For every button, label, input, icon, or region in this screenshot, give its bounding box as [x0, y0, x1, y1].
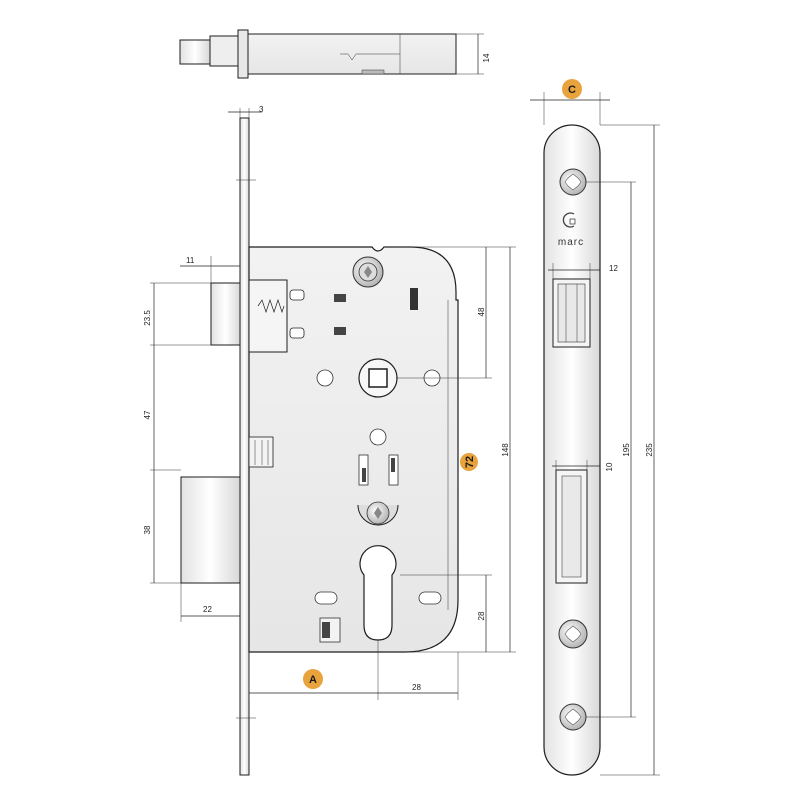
dim-deadbolt-height: 38	[143, 525, 152, 534]
brand-name: marc	[558, 237, 584, 248]
lock-case	[248, 246, 459, 653]
spindle-square	[368, 368, 388, 388]
svg-text:C: C	[568, 84, 576, 96]
dim-latch-to-spindle: 47	[143, 410, 152, 419]
right-dimensions: 48 28 148 72	[384, 246, 516, 653]
svg-text:72: 72	[464, 456, 476, 468]
faceplate	[543, 124, 601, 776]
svg-text:A: A	[309, 674, 317, 686]
latch-housing	[248, 279, 288, 353]
dim-cylinder-offset: 28	[412, 683, 421, 692]
dim-top-thickness: 14	[482, 53, 491, 62]
faceplate-front: marc 12 10 C 195	[530, 79, 660, 776]
top-view-bolt-housing	[209, 35, 239, 67]
dim-faceplate-thickness: 3	[259, 105, 264, 114]
top-view-case	[247, 33, 457, 75]
dim-spindle-to-cylinder: 28	[477, 611, 486, 620]
dim-faceplate-length: 235	[645, 443, 654, 457]
dim-screw-spacing: 195	[622, 443, 631, 457]
cylinder-profile	[359, 545, 397, 641]
badge-a	[303, 669, 323, 689]
top-view-latch	[179, 39, 211, 65]
dim-top-to-spindle: 48	[477, 307, 486, 316]
top-view: 14	[179, 29, 491, 79]
dim-latch-height: 23.5	[143, 310, 152, 326]
side-view: 3	[180, 105, 459, 776]
top-view-faceplate	[237, 29, 249, 79]
badge-backset	[460, 453, 478, 471]
latch-spring	[257, 298, 285, 314]
bottom-dimensions: 28 A	[248, 640, 459, 700]
dim-case-height: 148	[501, 443, 510, 457]
dim-latch-projection: 11	[186, 256, 195, 265]
badge-c	[562, 79, 582, 99]
faceplate-edge	[239, 117, 250, 776]
latch-bolt	[210, 282, 241, 346]
deadbolt	[180, 476, 241, 584]
dim-bolt-hole-width: 10	[605, 462, 614, 471]
dim-strike-width: 12	[609, 264, 618, 273]
brand-logo-icon	[562, 212, 575, 228]
dim-deadbolt-projection: 22	[203, 605, 212, 614]
left-dimensions: 11 23.5 47 38 22	[143, 256, 240, 622]
